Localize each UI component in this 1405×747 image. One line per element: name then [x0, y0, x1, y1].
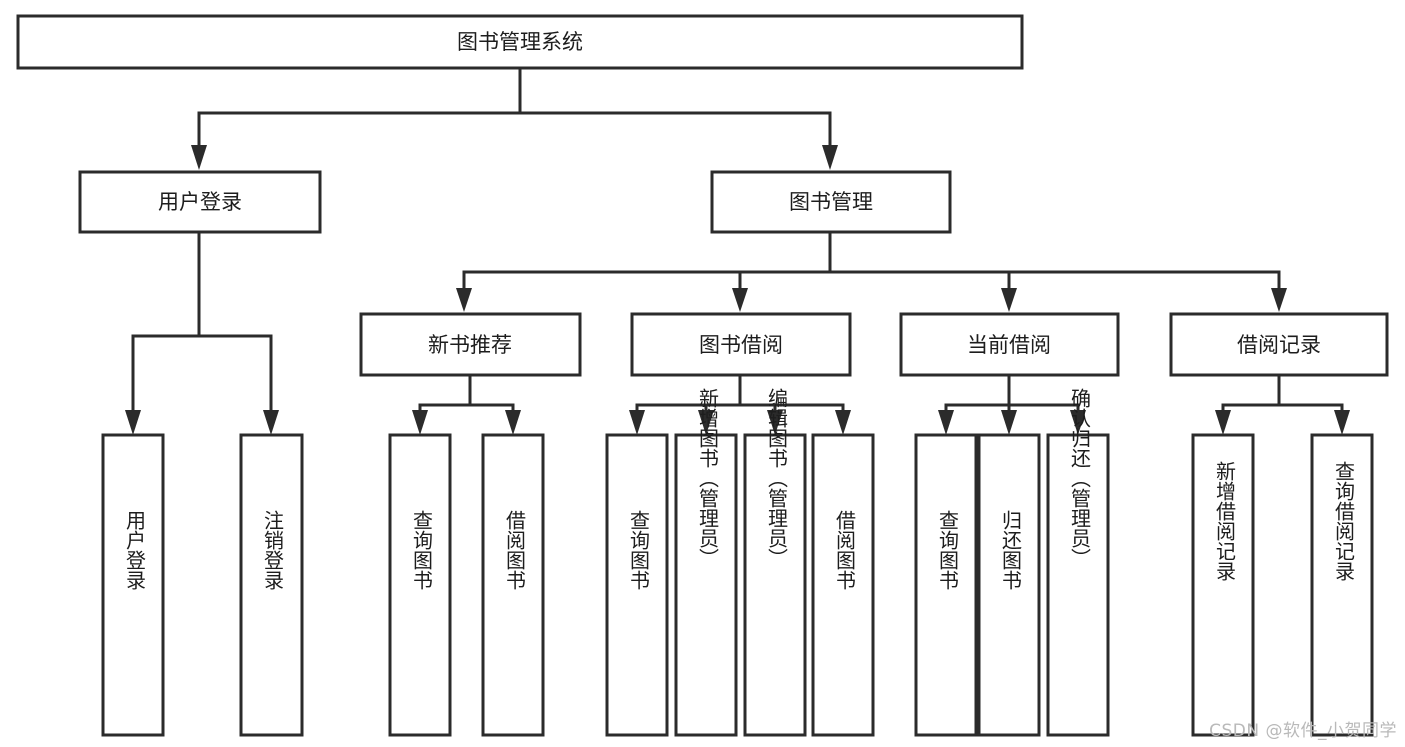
arrow-new-book-to-leaf-2	[505, 410, 521, 435]
node-borrow-record-label: 借阅记录	[1237, 333, 1321, 357]
leaf-book-borrow-2[interactable]: 新增图书（管理员）	[674, 388, 738, 737]
leaf-new-book-recommend-2-label: 借阅图书	[503, 510, 527, 590]
leaf-user-login-1[interactable]: 用户登录	[101, 433, 165, 737]
node-book-management-label: 图书管理	[789, 190, 873, 214]
leaf-new-book-recommend-2[interactable]: 借阅图书	[481, 433, 545, 737]
leaf-new-book-recommend-1[interactable]: 查询图书	[388, 433, 452, 737]
leaf-borrow-record-1[interactable]: 新增借阅记录	[1191, 433, 1255, 737]
arrow-borrow-to-leaf-4	[835, 410, 851, 435]
arrow-current-to-leaf-2	[1001, 410, 1017, 435]
arrow-record-to-leaf-1	[1215, 410, 1231, 435]
leaf-new-book-recommend-1-label: 查询图书	[410, 510, 434, 590]
node-root-label: 图书管理系统	[457, 30, 583, 54]
leaf-current-borrow-1[interactable]: 查询图书	[914, 433, 978, 737]
node-new-book-recommend-label: 新书推荐	[428, 333, 512, 357]
leaf-current-borrow-1-label: 查询图书	[936, 510, 960, 590]
node-new-book-recommend[interactable]: 新书推荐	[359, 312, 582, 377]
leaf-book-borrow-3[interactable]: 编辑图书（管理员）	[743, 388, 807, 737]
node-book-borrow[interactable]: 图书借阅	[630, 312, 852, 377]
leaf-book-borrow-1-label: 查询图书	[627, 510, 651, 590]
arrow-book-mgmt-to-new-book	[456, 288, 472, 312]
arrow-borrow-to-leaf-3	[767, 410, 783, 435]
node-borrow-record[interactable]: 借阅记录	[1169, 312, 1389, 377]
csdn-watermark: CSDN @软件_小贺同学	[1209, 721, 1397, 741]
arrow-current-to-leaf-3	[1070, 410, 1086, 435]
arrow-book-mgmt-to-current	[1001, 288, 1017, 312]
leaf-current-borrow-2[interactable]: 归还图书	[977, 433, 1041, 737]
edge-group	[125, 66, 1350, 435]
node-user-login[interactable]: 用户登录	[78, 170, 322, 234]
leaf-borrow-record-2-label: 查询借阅记录	[1332, 461, 1356, 581]
arrow-book-mgmt-to-record	[1271, 288, 1287, 312]
leaf-book-borrow-3-label: 编辑图书（管理员）	[765, 388, 789, 568]
leaf-user-login-2-label: 注销登录	[261, 510, 285, 590]
leaf-borrow-record-2[interactable]: 查询借阅记录	[1310, 433, 1374, 737]
arrow-record-to-leaf-2	[1334, 410, 1350, 435]
arrow-borrow-to-leaf-1	[629, 410, 645, 435]
node-current-borrow-label: 当前借阅	[967, 333, 1051, 357]
leaf-user-login-2[interactable]: 注销登录	[239, 433, 304, 737]
arrow-borrow-to-leaf-2	[698, 410, 714, 435]
leaf-current-borrow-3-label: 确认归还（管理员）	[1068, 388, 1092, 568]
leaf-book-borrow-4-label: 借阅图书	[833, 510, 857, 590]
node-book-management[interactable]: 图书管理	[710, 170, 952, 234]
arrow-user-login-to-leaf-2	[263, 410, 279, 435]
node-root-book-management-system[interactable]: 图书管理系统	[16, 14, 1024, 70]
node-current-borrow[interactable]: 当前借阅	[899, 312, 1120, 377]
leaf-book-borrow-4[interactable]: 借阅图书	[811, 433, 875, 737]
leaf-book-borrow-2-label: 新增图书（管理员）	[696, 388, 720, 568]
arrow-current-to-leaf-1	[938, 410, 954, 435]
leaf-borrow-record-1-label: 新增借阅记录	[1213, 461, 1237, 581]
arrow-root-to-book-mgmt	[822, 145, 838, 170]
leaf-current-borrow-2-label: 归还图书	[999, 510, 1023, 590]
leaf-book-borrow-1[interactable]: 查询图书	[605, 433, 669, 737]
node-book-borrow-label: 图书借阅	[699, 333, 783, 357]
node-user-login-label: 用户登录	[158, 190, 242, 214]
arrow-user-login-to-leaf-1	[125, 410, 141, 435]
leaf-current-borrow-3[interactable]: 确认归还（管理员）	[1046, 388, 1110, 737]
leaf-user-login-1-label: 用户登录	[123, 510, 147, 590]
arrow-root-to-user-login	[191, 145, 207, 170]
arrow-book-mgmt-to-borrow	[732, 288, 748, 312]
arrow-new-book-to-leaf-1	[412, 410, 428, 435]
